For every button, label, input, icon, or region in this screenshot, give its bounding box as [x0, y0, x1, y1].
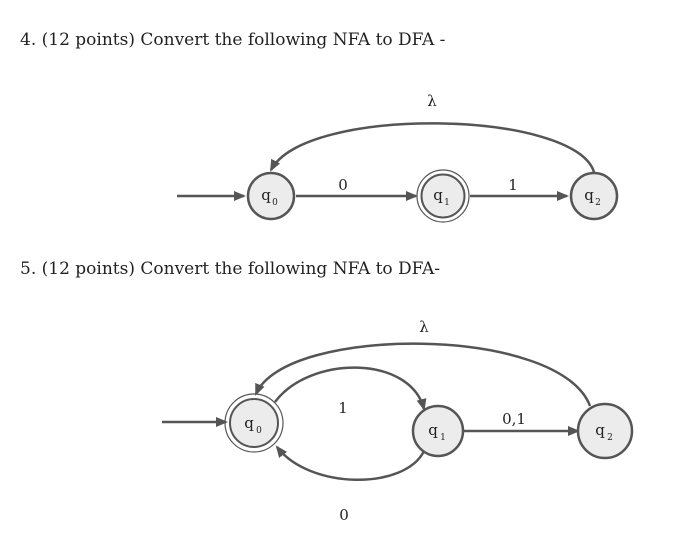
edge-q2-q0-lambda [269, 122, 596, 173]
edge-label-q0-q1: 1 [338, 399, 348, 417]
state-q2: q 2 [576, 402, 634, 460]
svg-text:0: 0 [256, 426, 262, 436]
problem-5-text: 5. (12 points) Convert the following NFA… [20, 259, 441, 279]
edge-label-q2-q0: λ [419, 318, 429, 336]
problem-4-text: 4. (12 points) Convert the following NFA… [20, 30, 446, 50]
edge-label-q0-q1: 0 [338, 176, 348, 194]
edge-label-q2-q0: λ [427, 92, 437, 110]
edge-q2-q0-lambda [254, 342, 592, 407]
state-q0-accepting: q 0 [224, 393, 284, 453]
svg-text:2: 2 [607, 433, 613, 443]
svg-text:1: 1 [440, 433, 446, 443]
nfa-diagram-problem-4: 0 1 λ q 0 q 1 q 2 [177, 92, 619, 223]
svg-text:q: q [428, 421, 438, 439]
state-q1-accepting: q 1 [416, 169, 470, 223]
svg-text:1: 1 [444, 198, 450, 208]
state-q1: q 1 [411, 404, 465, 458]
edge-label-q1-q2: 1 [508, 176, 518, 194]
state-q0: q 0 [246, 171, 296, 221]
svg-text:q: q [595, 421, 605, 439]
edge-q1-q0 [275, 445, 426, 481]
svg-text:q: q [244, 414, 254, 432]
edge-label-q1-q2: 0,1 [502, 410, 526, 428]
state-q2: q 2 [569, 171, 619, 221]
svg-text:0: 0 [272, 198, 278, 208]
svg-text:q: q [584, 186, 594, 204]
svg-text:q: q [433, 186, 443, 204]
edge-q0-q1 [273, 366, 427, 411]
svg-text:2: 2 [595, 198, 601, 208]
svg-text:q: q [261, 186, 271, 204]
edge-label-q1-q0: 0 [339, 506, 349, 524]
